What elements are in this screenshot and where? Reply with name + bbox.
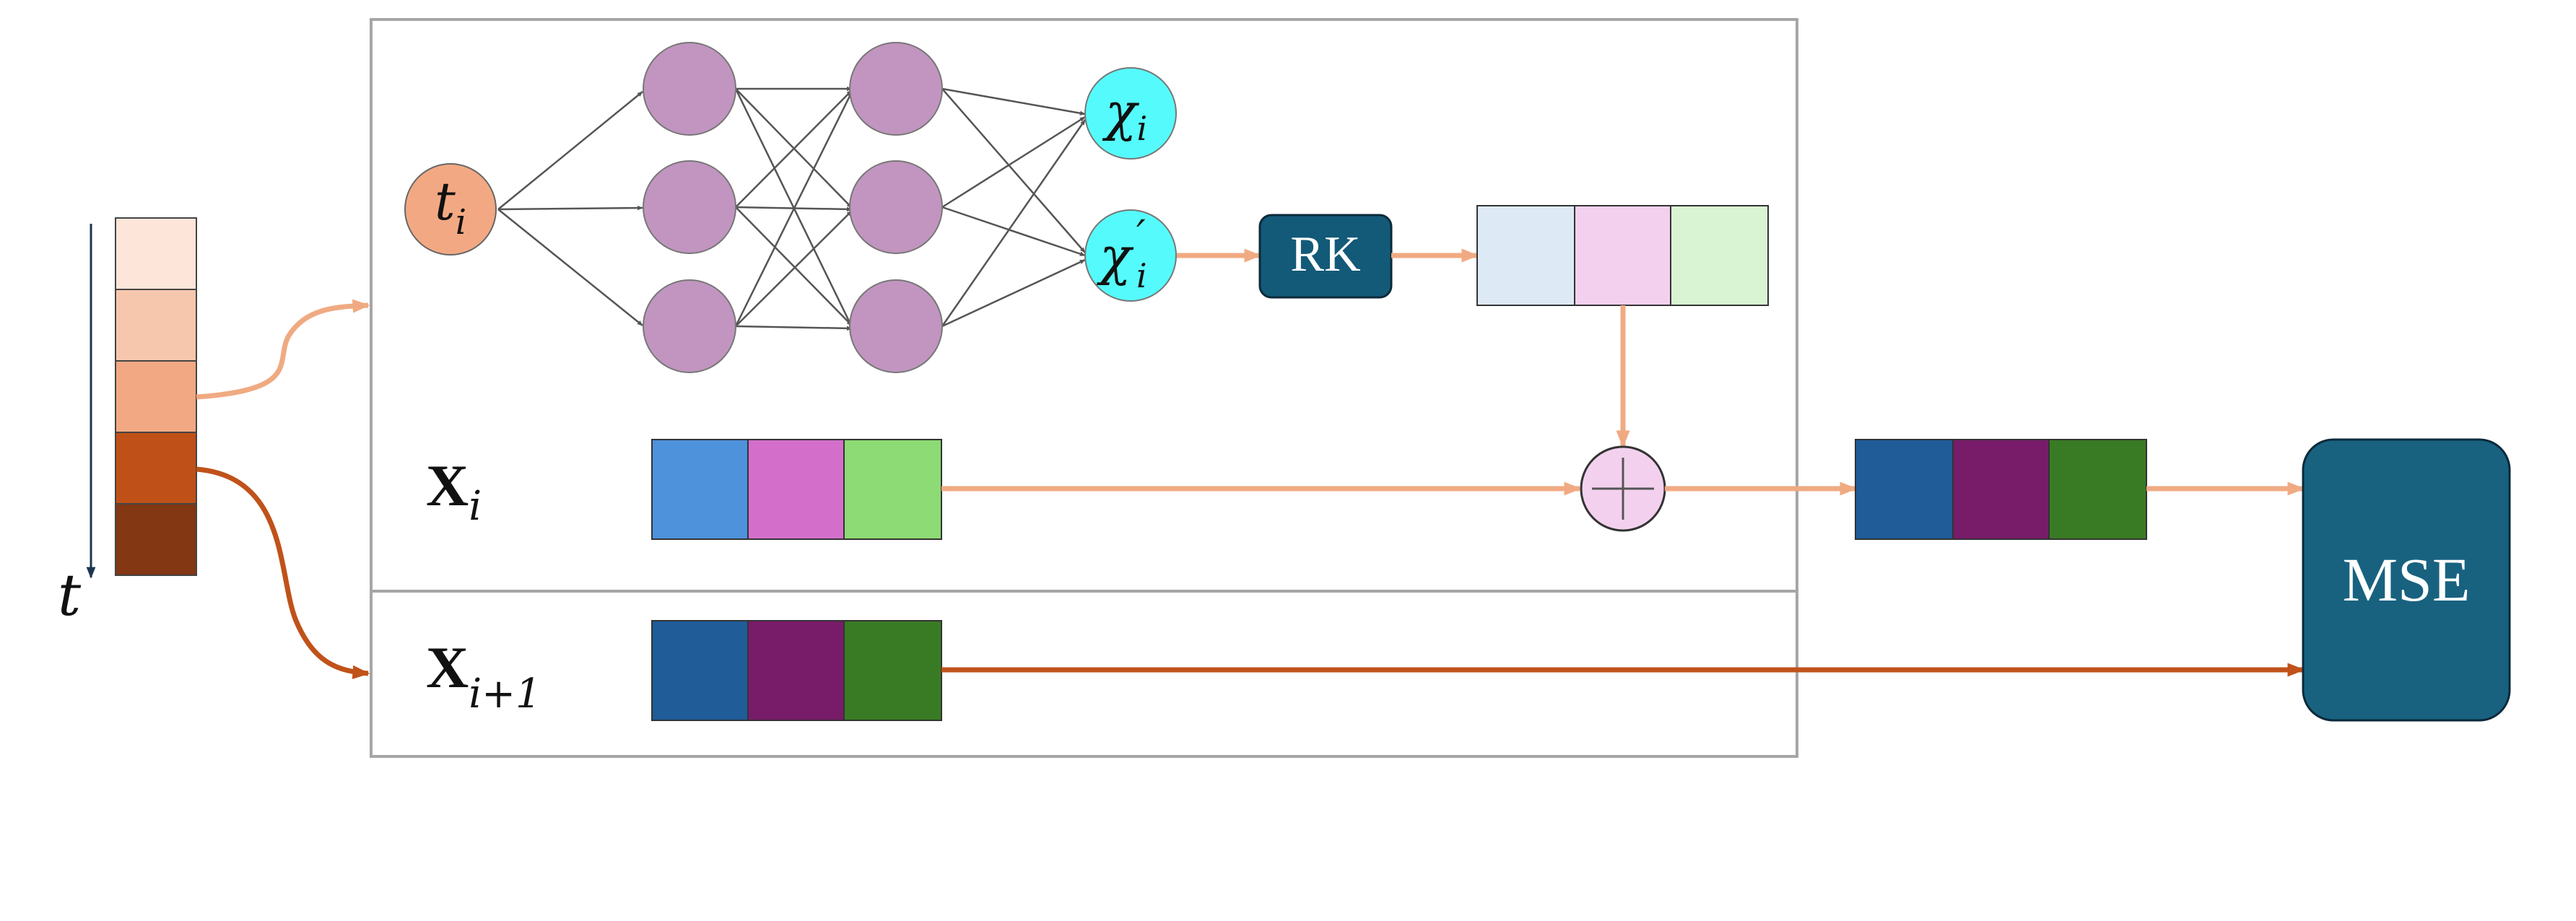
input-node-label: t — [435, 171, 456, 232]
x-i-plus-1-vector-cell-1 — [651, 620, 749, 721]
hidden-node-l2-1 — [849, 42, 943, 136]
time-cell-5 — [115, 503, 197, 576]
input-node: ti — [404, 163, 497, 256]
output-chi-prime-subscript: i — [1136, 256, 1147, 295]
predicted-vector-cell-3 — [2048, 439, 2147, 540]
rk-block: RK — [1258, 214, 1393, 299]
delta-vector-cell-3 — [1670, 205, 1769, 306]
output-chi-label: χ — [1102, 82, 1140, 142]
svg-text:χi: χi — [1102, 82, 1147, 148]
svg-text:Xi: Xi — [426, 453, 482, 530]
output-chi-prime-label: χ — [1096, 226, 1134, 287]
x-i-plus-1-vector-cell-2 — [747, 620, 845, 721]
time-cell-4 — [115, 432, 197, 505]
svg-text:Xi+1: Xi+1 — [426, 634, 541, 717]
strip-to-network-arrow — [196, 299, 370, 400]
time-cell-2 — [115, 289, 197, 362]
x-i-plus-1-subscript: i+1 — [469, 671, 541, 717]
strip-to-target-arrow — [196, 466, 370, 679]
hidden-node-l1-1 — [643, 42, 736, 136]
network-connections — [497, 86, 1087, 331]
hidden-node-l1-3 — [643, 279, 736, 373]
delta-vector-cell-1 — [1476, 205, 1575, 306]
predicted-vector-cell-1 — [1855, 439, 1954, 540]
output-node-chi: χi — [1084, 67, 1177, 160]
x-i-plus-1-label: X — [426, 634, 469, 700]
x-i-plus-1-vector — [651, 620, 942, 721]
predicted-vector-cell-2 — [1952, 439, 2050, 540]
predicted-vector — [1855, 439, 2147, 540]
rk-label: RK — [1290, 227, 1360, 282]
input-node-subscript: i — [456, 202, 466, 243]
x-i-subscript: i — [469, 483, 482, 530]
x-i-vector — [651, 439, 942, 540]
output-node-chi-prime: χ ′ i — [1084, 209, 1177, 302]
x-i-vector-cell-1 — [651, 439, 749, 540]
hidden-node-l2-3 — [849, 279, 943, 373]
x-i-vector-cell-3 — [843, 439, 942, 540]
sum-node — [1580, 445, 1666, 532]
delta-vector — [1476, 205, 1769, 306]
x-i-vector-cell-2 — [747, 439, 845, 540]
svg-text:ti: ti — [435, 171, 466, 243]
output-chi-subscript: i — [1136, 109, 1147, 148]
x-i-label: X — [426, 453, 469, 518]
output-chi-prime-mark: ′ — [1136, 212, 1146, 259]
mse-label: MSE — [2343, 545, 2471, 614]
time-axis: t — [58, 224, 96, 629]
mse-block: MSE — [2302, 438, 2511, 722]
delta-vector-cell-2 — [1574, 205, 1671, 306]
hidden-node-l1-2 — [643, 160, 736, 254]
target-frame — [370, 590, 1798, 758]
hidden-node-l2-2 — [849, 160, 943, 254]
time-cell-3 — [115, 360, 197, 433]
time-cell-1 — [115, 217, 197, 290]
time-strip — [115, 217, 197, 576]
svg-text:χ: χ — [1096, 226, 1134, 287]
x-i-plus-1-vector-cell-3 — [843, 620, 942, 721]
time-axis-label: t — [58, 562, 82, 629]
